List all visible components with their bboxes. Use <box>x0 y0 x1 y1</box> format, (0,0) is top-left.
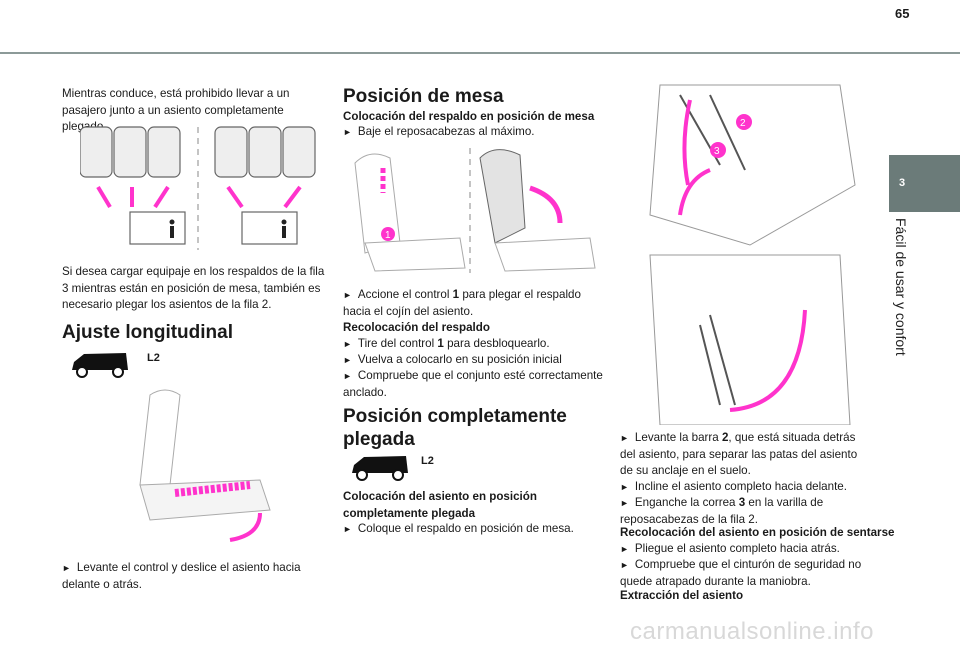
bullet: ►Levante la barra 2, que está situada de… <box>620 431 858 477</box>
bullet: ►Accione el control 1 para plegar el res… <box>343 288 581 318</box>
bullet: ►Compruebe que el conjunto esté correcta… <box>343 369 603 399</box>
seat-slide-illustration <box>139 389 271 542</box>
subheading: Recolocación del respaldo <box>343 321 490 334</box>
bullet: ►Incline el asiento completo hacia delan… <box>620 480 847 493</box>
chapter-number: 3 <box>899 177 906 189</box>
section-heading-longitudinal: Ajuste longitudinal <box>62 322 233 343</box>
page-number: 65 <box>895 6 910 21</box>
variant-label: L2 <box>421 455 434 467</box>
callout-1: 1 <box>385 230 391 241</box>
callout-3: 3 <box>714 146 720 157</box>
table-position-illustration: 1 <box>354 148 596 273</box>
watermark: carmanualsonline.info <box>630 618 874 645</box>
chapter-title: Fácil de usar y confort <box>893 218 909 356</box>
variant-label: L2 <box>147 352 160 364</box>
bullet: ►Coloque el respaldo en posición de mesa… <box>343 522 574 535</box>
bullet: ►Enganche la correa 3 en la varilla de r… <box>620 496 824 526</box>
bullet: ►Vuelva a colocarlo en su posición inici… <box>343 353 562 366</box>
subheading: Recolocación del asiento en posición de … <box>620 526 895 539</box>
callout-2: 2 <box>740 118 746 129</box>
subheading: Colocación del respaldo en posición de m… <box>343 110 595 123</box>
van-icon <box>72 353 128 378</box>
fold-seat-illustrations: 2 3 <box>649 84 856 425</box>
bullet: ►Tire del control 1 para desbloquearlo. <box>343 337 550 350</box>
bullet-slide: ►Levante el control y deslice el asiento… <box>62 561 301 591</box>
luggage-text: Si desea cargar equipaje en los respaldo… <box>62 265 325 311</box>
chapter-tab[interactable]: 3 <box>889 155 960 212</box>
header-rule <box>0 52 960 54</box>
subheading: Colocación del asiento en posición compl… <box>343 490 537 520</box>
seats-info-illustration <box>80 126 316 250</box>
bullet: ►Pliegue el asiento completo hacia atrás… <box>620 542 840 555</box>
warning-text: Mientras conduce, está prohibido llevar … <box>62 87 290 133</box>
subheading: Extracción del asiento <box>620 589 744 602</box>
bullet: ►Compruebe que el cinturón de seguridad … <box>620 558 862 588</box>
van-icon <box>352 456 408 481</box>
bullet: ►Baje el reposacabezas al máximo. <box>343 125 535 138</box>
section-heading-table-position: Posición de mesa <box>343 86 504 107</box>
section-heading-fully-folded: Posición completamente plegada <box>343 406 567 450</box>
